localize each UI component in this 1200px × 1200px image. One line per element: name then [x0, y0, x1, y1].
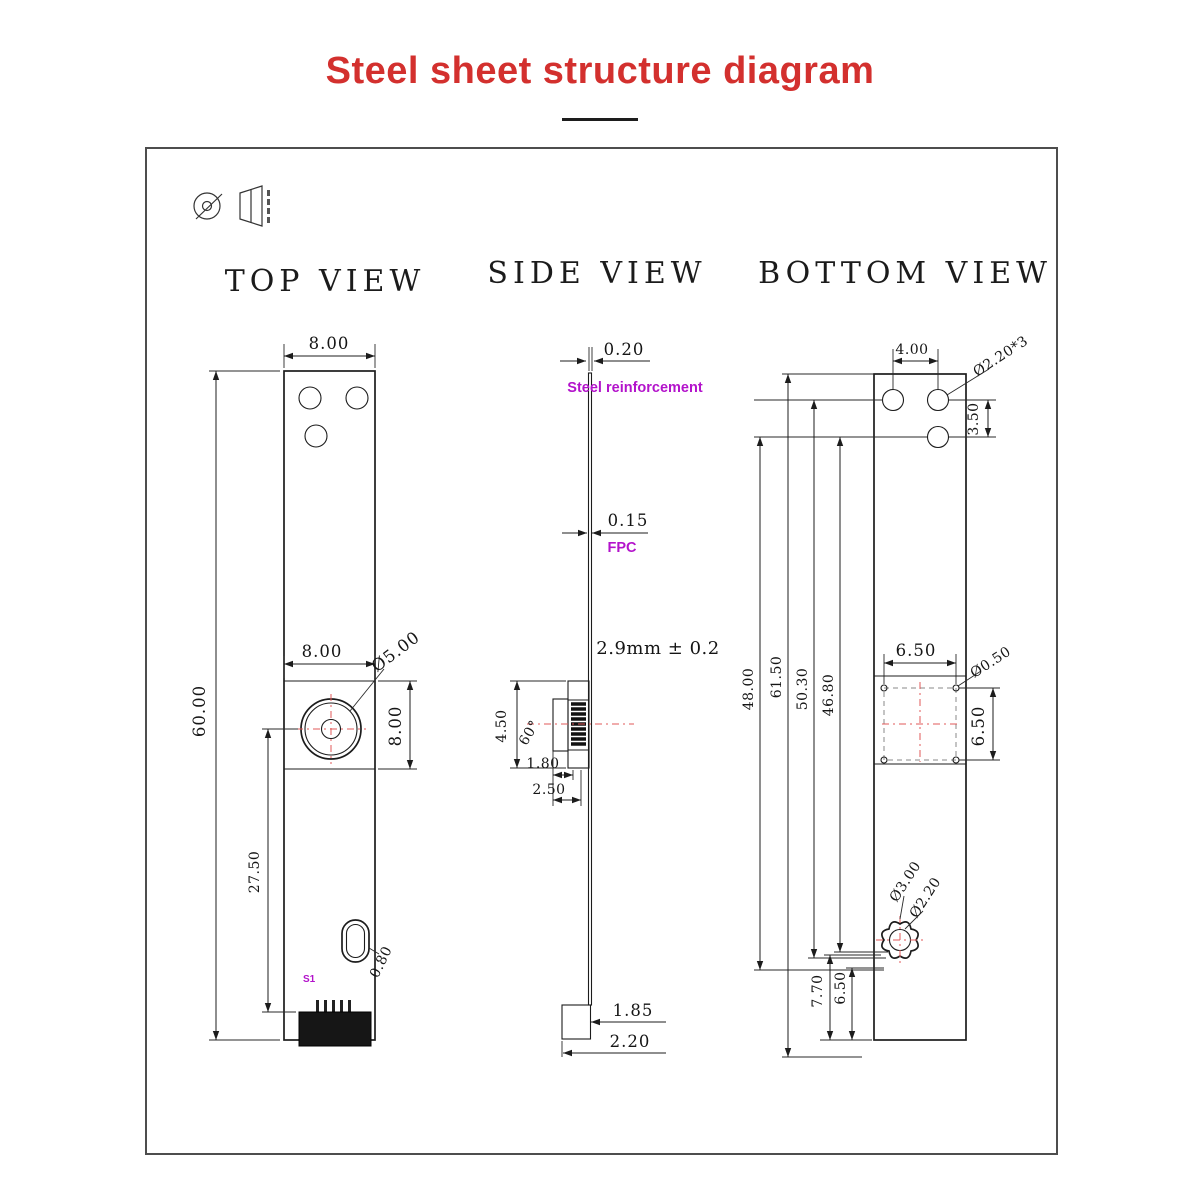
- title-underline: [562, 118, 638, 121]
- lens-offset-dim: 27.50: [247, 851, 263, 894]
- projection-symbol-icon: [193, 185, 270, 227]
- pad-hole-dim: Ø0.50: [968, 644, 1015, 682]
- top-view-title: TOP VIEW: [225, 264, 426, 299]
- lens-height-dim: 8.00: [386, 706, 405, 747]
- bottom-view: BOTTOM VIEW: [741, 256, 1052, 1058]
- connector-pins: [316, 1000, 351, 1012]
- holder-depth1-dim: 1.80: [526, 756, 559, 772]
- holder-depth2-dim: 2.50: [532, 782, 565, 798]
- tail-len2-dim: 6.50: [833, 971, 849, 1004]
- projection-text-marks: [267, 190, 270, 223]
- top-view-dimensions: 8.00 60.00 8.00 Ø5.00 8.00: [190, 334, 424, 1041]
- side-view-outline: [527, 372, 634, 1040]
- side-view-title: SIDE VIEW: [487, 256, 706, 291]
- tail-profile: [561, 1004, 592, 1040]
- length4-dim: 46.80: [821, 674, 837, 717]
- tail-thickness-dim: 1.85: [613, 1001, 654, 1020]
- length2-dim: 61.50: [769, 656, 785, 699]
- chamfer-angle-dim: 60°: [516, 718, 543, 749]
- bottom-view-outline: [873, 373, 967, 1041]
- top-height-dim: 60.00: [190, 685, 209, 737]
- length3-dim: 50.30: [795, 668, 811, 711]
- tail-len1-dim: 7.70: [810, 974, 826, 1007]
- side-view: SIDE VIEW: [487, 256, 719, 1057]
- drawing-border: [145, 147, 1058, 1155]
- lens-diameter-dim: Ø5.00: [368, 627, 424, 675]
- length1-dim: 48.00: [741, 668, 757, 711]
- top-width-dim: 8.00: [309, 334, 350, 353]
- fpc-thickness-dim: 0.15: [608, 511, 649, 530]
- fpc-label: FPC: [608, 540, 638, 556]
- bottom-view-dimensions: 4.00 Ø2.20*3 3.50 48.00: [741, 333, 1031, 1058]
- pad-width-dim: 6.50: [896, 641, 937, 660]
- boss-scallop: [881, 921, 919, 959]
- steel-thickness-dim: 0.20: [604, 340, 645, 359]
- hole-pitch-dim: 4.00: [895, 342, 928, 358]
- holder-height-dim: 4.50: [494, 709, 510, 742]
- side-view-dimensions: 0.20 Steel reinforcement 0.15 FPC 2.9mm …: [494, 340, 719, 1057]
- page-title: Steel sheet structure diagram: [325, 50, 875, 92]
- top-view-outline: [283, 370, 376, 1047]
- tail-width-dim: 2.20: [610, 1032, 651, 1051]
- bottom-view-title: BOTTOM VIEW: [758, 256, 1052, 291]
- steel-reinforcement-label: Steel reinforcement: [567, 380, 703, 396]
- top-view-mark: S1: [303, 974, 316, 985]
- lens-width-dim: 8.00: [302, 642, 343, 661]
- top-view: TOP VIEW: [190, 264, 426, 1047]
- hole-spec-dim: Ø2.20*3: [970, 333, 1031, 380]
- connector-body: [298, 1011, 372, 1047]
- hole-row-offset-dim: 3.50: [966, 402, 982, 435]
- pad-height-dim: 6.50: [969, 706, 988, 747]
- total-thickness-dim: 2.9mm ± 0.2: [596, 638, 719, 659]
